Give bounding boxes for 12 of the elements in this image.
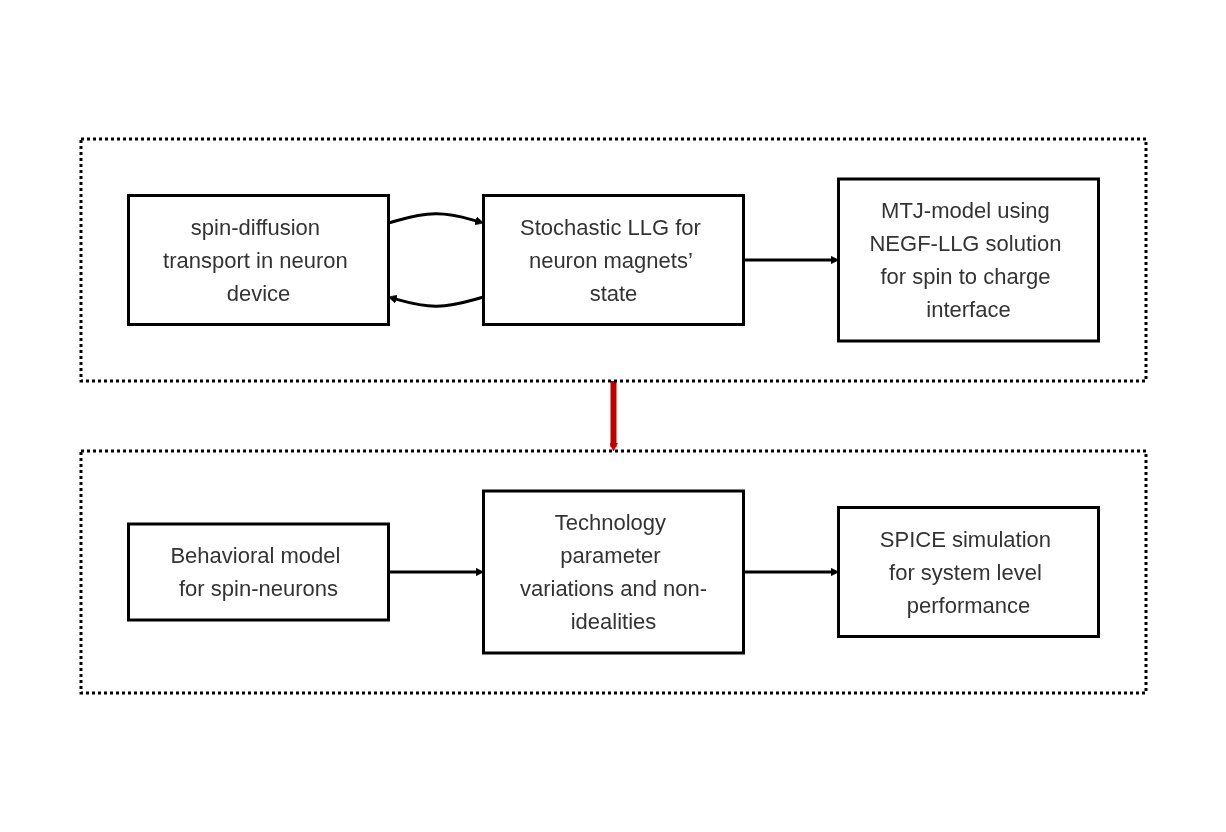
node-box: Behavioral model for spin-neurons: [126, 522, 390, 622]
arrow: [743, 255, 839, 265]
node-box: MTJ-model using NEGF-LLG solution for spin to charge interface: [836, 177, 1100, 343]
cluster: [79, 449, 1147, 695]
arrow: [608, 381, 618, 452]
arrow: [743, 567, 839, 577]
node-box: SPICE simulation for system level performance: [836, 506, 1100, 638]
cluster: [79, 137, 1147, 383]
node-box: Technology parameter variations and non-idealities: [481, 489, 745, 655]
arrow: [388, 567, 484, 577]
node-box: Stochastic LLG for neuron magnets’ state: [481, 194, 745, 326]
node-box: spin-diffusion transport in neuron device: [126, 194, 390, 326]
